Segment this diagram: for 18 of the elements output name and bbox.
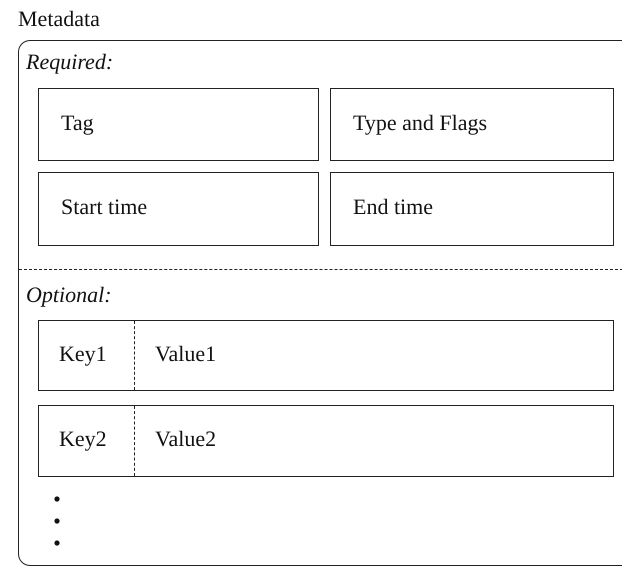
- value-label: Value1: [155, 341, 216, 367]
- field-box: [330, 172, 614, 246]
- field-box: [330, 88, 614, 161]
- section-heading: Optional:: [26, 282, 112, 308]
- key-value-row: [38, 320, 614, 391]
- key-label: Key2: [59, 426, 107, 452]
- field-label: Start time: [61, 194, 148, 220]
- field-box: [38, 172, 319, 246]
- field-label: End time: [353, 194, 434, 220]
- key-label: Key1: [59, 341, 107, 367]
- key-value-row: [38, 405, 614, 477]
- field-box: [38, 88, 319, 161]
- value-label: Value2: [155, 426, 216, 452]
- field-label: Tag: [61, 110, 94, 136]
- metadata-panel: [18, 40, 622, 566]
- panel-title: Metadata: [18, 6, 100, 32]
- section-heading: Required:: [26, 49, 114, 75]
- field-label: Type and Flags: [353, 110, 488, 136]
